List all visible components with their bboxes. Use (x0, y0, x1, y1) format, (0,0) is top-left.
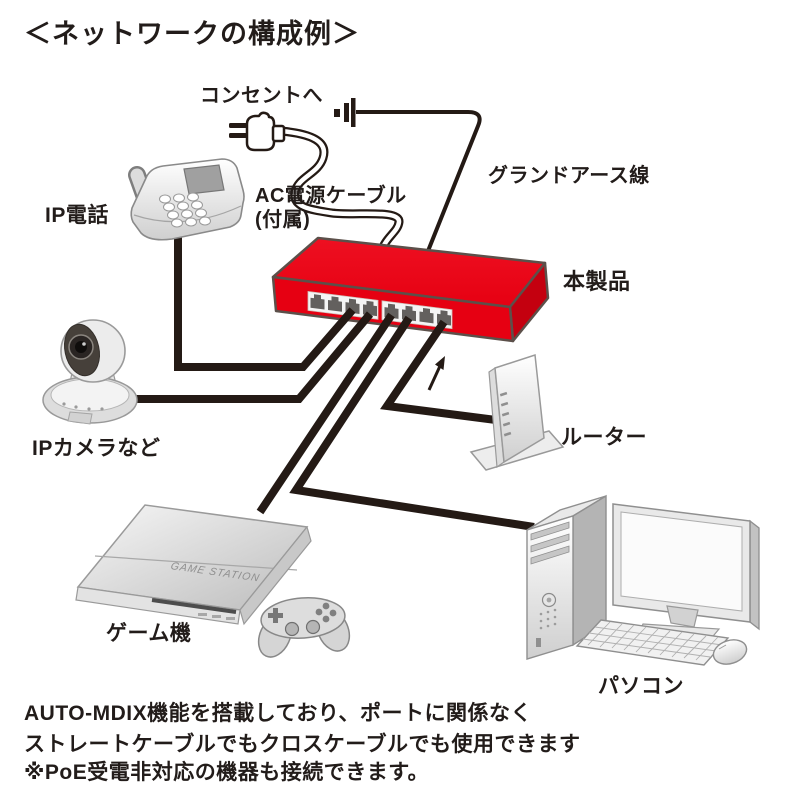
switch-illustration (271, 236, 550, 343)
ip-camera-label: IPカメラなど (32, 437, 161, 460)
footnote-line-3: ※PoE受電非対応の機器も接続できます。 (24, 761, 430, 784)
console-buttons (198, 613, 235, 620)
outlet-label: コンセントへ (200, 85, 323, 107)
tower-drive-bays (530, 521, 570, 565)
router-illustration (469, 354, 565, 471)
tower-vent-dots (536, 608, 557, 647)
power-plug-icon (229, 111, 286, 152)
cable-ip-phone (174, 236, 356, 371)
controller-buttons (315, 602, 337, 623)
lan-cables (123, 236, 535, 531)
ip-camera-illustration (42, 319, 138, 425)
ground-symbol-icon (334, 98, 356, 127)
rj45-port (328, 296, 342, 312)
pc-mouse (712, 639, 748, 665)
ground-wire (334, 98, 482, 252)
pc-tower (526, 494, 607, 660)
controller-dpad (268, 608, 283, 623)
router-leds (499, 391, 512, 437)
keyboard-keys (582, 621, 723, 661)
page-title: ＜ネットワークの構成例＞ (24, 19, 360, 49)
pc-illustration (526, 494, 760, 666)
footnote-line-2: ストレートケーブルでもクロスケーブルでも使用できます (24, 733, 581, 756)
phone-keypad (159, 192, 211, 228)
ac-cable-note-label: (付属) (255, 209, 311, 231)
pc-monitor (612, 503, 760, 642)
ip-phone-illustration (128, 158, 245, 241)
ac-cable-label: AC電源ケーブル (255, 185, 407, 207)
port-arrow-icon (427, 356, 445, 391)
footnote-line-1: AUTO-MDIX機能を搭載しており、ポートに関係なく (24, 702, 533, 725)
game-controller-illustration (257, 597, 351, 658)
ip-phone-label: IP電話 (45, 204, 109, 227)
cable-game-console (256, 312, 395, 515)
pc-label: パソコン (598, 675, 684, 698)
game-console-label: ゲーム機 (106, 622, 192, 645)
switch-ports (307, 290, 453, 330)
cable-router (380, 319, 497, 424)
product-label: 本製品 (563, 269, 631, 294)
game-console-illustration: GAME STATION (75, 504, 312, 626)
router-label: ルーター (561, 426, 647, 449)
cable-ip-camera (123, 311, 374, 403)
rj45-port (419, 308, 434, 324)
ground-wire-label: グランドアース線 (488, 165, 650, 187)
camera-base-leds (62, 402, 104, 411)
pc-keyboard (575, 619, 730, 666)
cable-pc (289, 315, 535, 531)
rj45-port (310, 294, 325, 310)
ac-power-cable (280, 126, 404, 250)
